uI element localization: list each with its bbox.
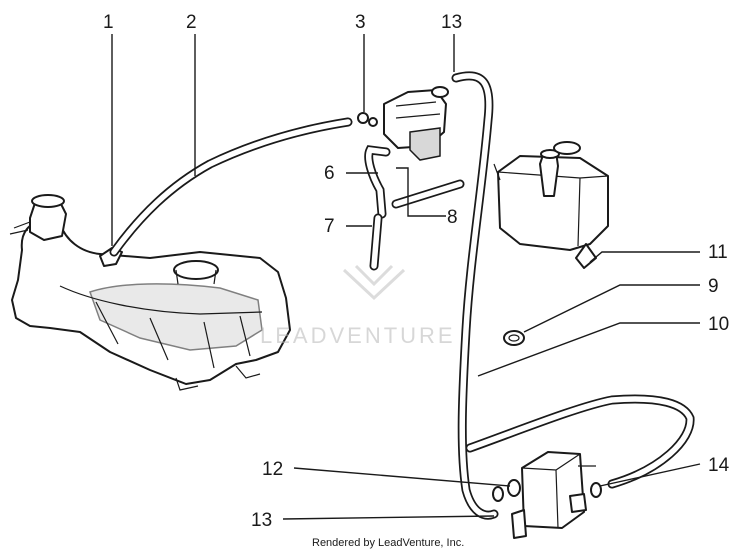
- callout-2: 2: [186, 12, 197, 33]
- hose-10: [451, 71, 499, 520]
- valve-assembly: [357, 86, 449, 161]
- callout-1: 1: [103, 12, 114, 33]
- hose-7: [369, 213, 383, 271]
- callout-12: 12: [262, 459, 283, 480]
- watermark-text: LEADVENTURE: [260, 323, 456, 348]
- callout-14: 14: [708, 455, 730, 476]
- callout-13-top: 13: [441, 12, 462, 33]
- callout-3: 3: [355, 12, 366, 33]
- hose-8: [391, 179, 465, 209]
- footer-credit: Rendered by LeadVenture, Inc.: [312, 537, 464, 549]
- callout-13-bottom: 13: [251, 510, 272, 531]
- hose-6: [364, 145, 391, 219]
- hose-return-loop: [465, 394, 695, 489]
- callout-9: 9: [708, 276, 719, 297]
- callout-numbers: 1 2 3 13 6 7 8 11 9 10 12 14 13: [103, 12, 730, 531]
- grommet-9: [503, 330, 525, 346]
- callout-11: 11: [708, 242, 728, 263]
- callout-10: 10: [708, 314, 729, 335]
- reservoir: [493, 141, 609, 269]
- pump-canister: [492, 451, 602, 539]
- callout-8: 8: [447, 207, 458, 228]
- callout-7: 7: [324, 216, 335, 237]
- leader-lines: [111, 34, 701, 520]
- watermark: LEADVENTURE: [260, 264, 456, 348]
- callout-6: 6: [324, 163, 335, 184]
- fuel-tank: [9, 194, 291, 391]
- hose-2: [109, 117, 353, 257]
